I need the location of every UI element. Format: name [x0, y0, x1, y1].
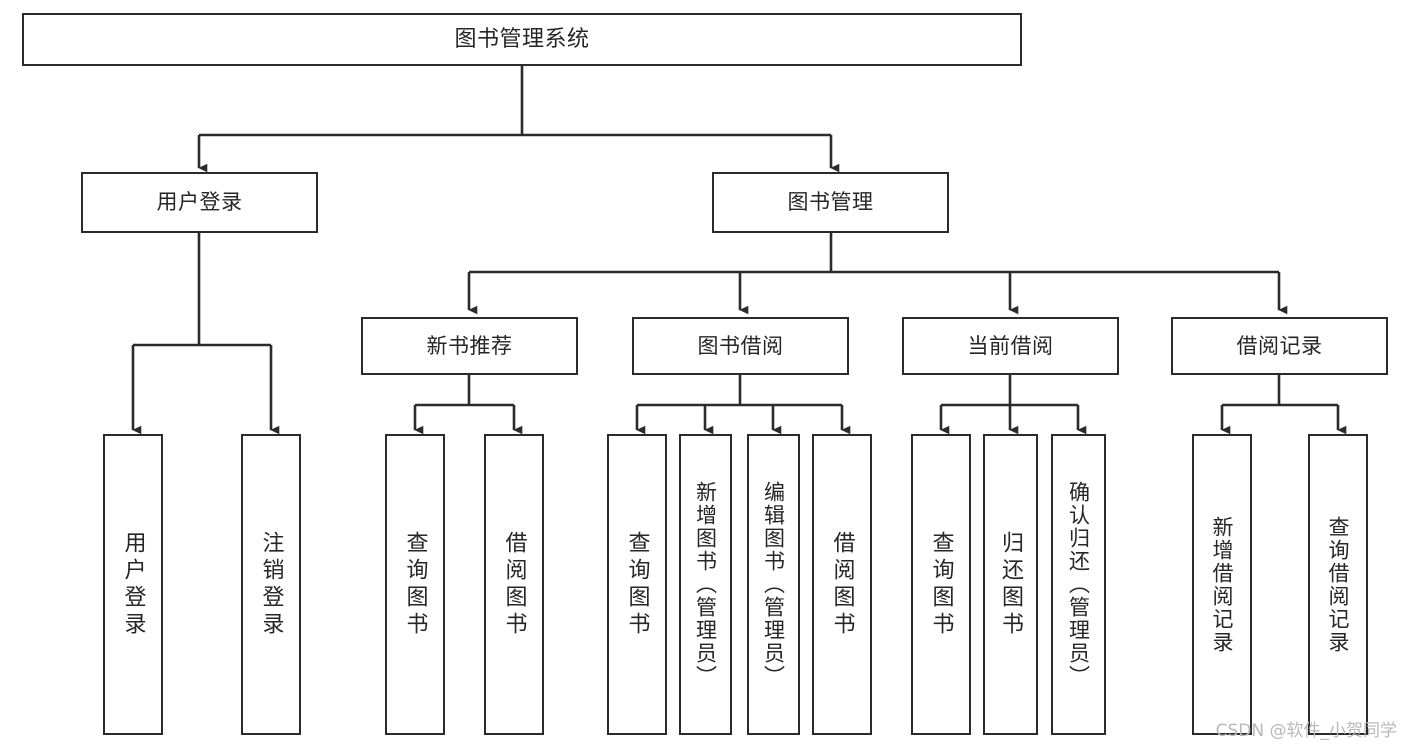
node-leaf-query-book-recommend[interactable]: 查询图书 — [385, 434, 445, 735]
node-leaf-edit-book-admin[interactable]: 编辑图书（管理员） — [747, 434, 800, 735]
node-label: 新书推荐 — [426, 333, 513, 358]
node-book-management[interactable]: 图书管理 — [712, 172, 949, 233]
node-label: 查询图书 — [928, 530, 954, 639]
node-label: 归还图书 — [998, 530, 1024, 639]
node-leaf-borrow-book-recommend[interactable]: 借阅图书 — [484, 434, 544, 735]
node-label: 查询图书 — [624, 530, 650, 639]
node-leaf-logout-login[interactable]: 注销登录 — [241, 434, 301, 735]
node-label: 图书借阅 — [697, 333, 784, 358]
node-label: 用户登录 — [120, 530, 146, 639]
node-label: 用户登录 — [156, 190, 243, 215]
node-new-book-recommend[interactable]: 新书推荐 — [361, 317, 578, 375]
node-label: 确认归还（管理员） — [1066, 481, 1091, 688]
node-root-book-management-system[interactable]: 图书管理系统 — [22, 13, 1022, 66]
node-label: 图书管理系统 — [454, 26, 590, 52]
node-label: 新增借阅记录 — [1210, 515, 1235, 654]
node-label: 注销登录 — [258, 530, 284, 639]
node-leaf-borrow-book-borrow[interactable]: 借阅图书 — [812, 434, 872, 735]
node-label: 图书管理 — [787, 190, 874, 215]
node-leaf-confirm-return-admin[interactable]: 确认归还（管理员） — [1051, 434, 1106, 735]
node-current-borrow[interactable]: 当前借阅 — [902, 317, 1119, 375]
node-leaf-query-book-current[interactable]: 查询图书 — [911, 434, 971, 735]
node-leaf-user-login[interactable]: 用户登录 — [103, 434, 163, 735]
node-label: 编辑图书（管理员） — [761, 481, 786, 688]
node-leaf-add-borrow-record[interactable]: 新增借阅记录 — [1192, 434, 1252, 735]
node-label: 借阅记录 — [1236, 333, 1323, 358]
csdn-watermark: CSDN @软件_小贺同学 — [1215, 721, 1397, 741]
node-label: 借阅图书 — [829, 530, 855, 639]
node-label: 查询图书 — [402, 530, 428, 639]
node-borrow-record[interactable]: 借阅记录 — [1171, 317, 1388, 375]
node-leaf-query-book-borrow[interactable]: 查询图书 — [607, 434, 667, 735]
node-book-borrow[interactable]: 图书借阅 — [632, 317, 849, 375]
node-label: 新增图书（管理员） — [693, 481, 718, 688]
node-user-login[interactable]: 用户登录 — [81, 172, 318, 233]
node-label: 当前借阅 — [967, 333, 1054, 358]
node-label: 查询借阅记录 — [1326, 515, 1351, 654]
node-leaf-query-borrow-record[interactable]: 查询借阅记录 — [1308, 434, 1368, 735]
node-leaf-add-book-admin[interactable]: 新增图书（管理员） — [679, 434, 732, 735]
node-leaf-return-book[interactable]: 归还图书 — [983, 434, 1038, 735]
node-label: 借阅图书 — [501, 530, 527, 639]
